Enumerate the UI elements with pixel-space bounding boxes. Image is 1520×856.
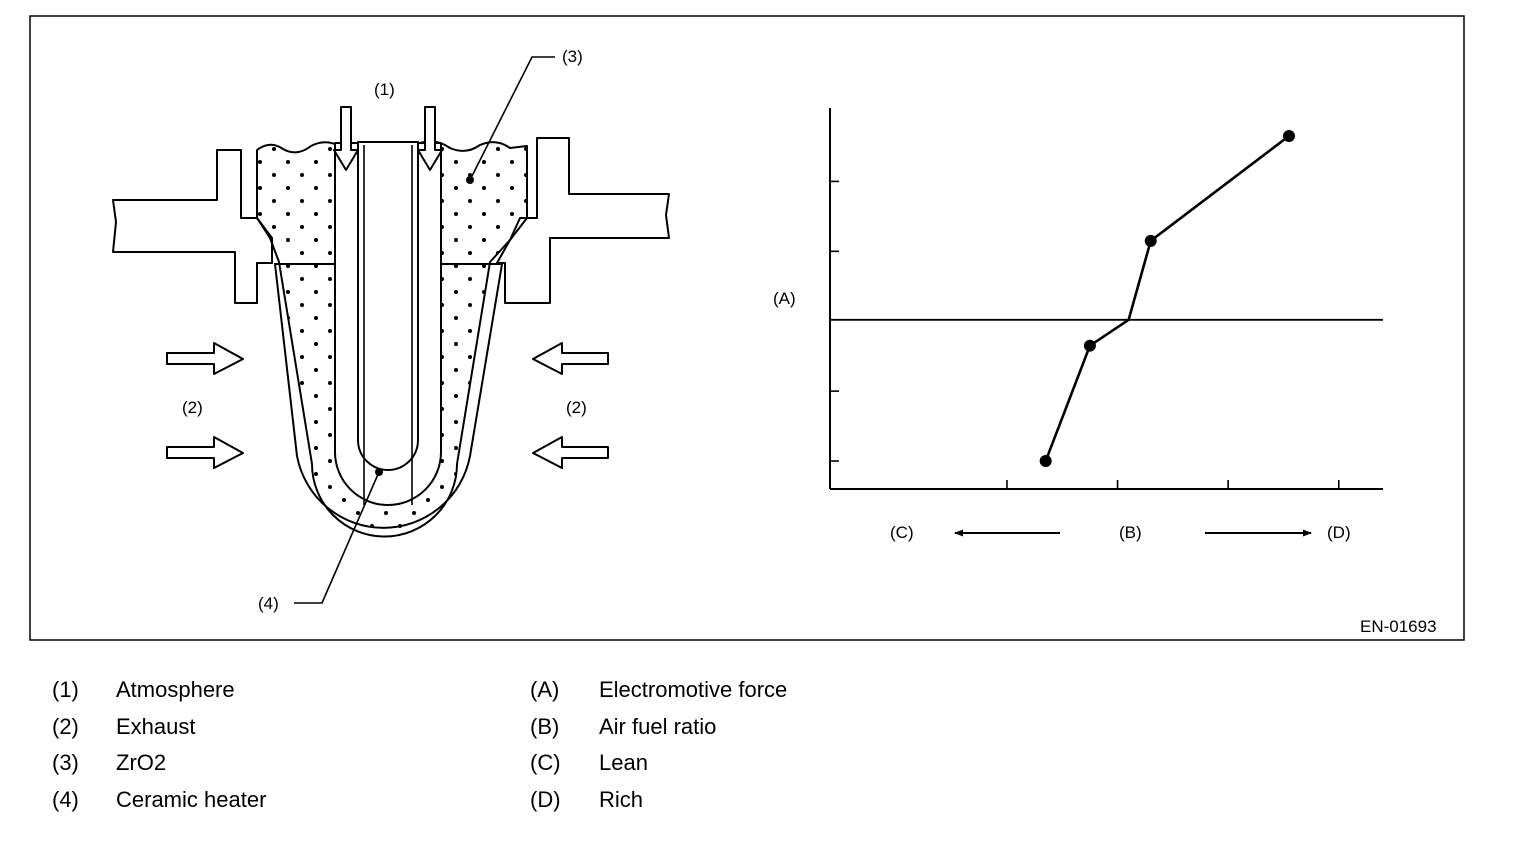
figure-code: EN-01693 <box>1360 617 1437 636</box>
exhaust-arrow-right-bottom <box>532 436 609 469</box>
legend-item: (1) Atmosphere <box>52 672 266 709</box>
legend-item: (2) Exhaust <box>52 709 266 746</box>
legend-key: (B) <box>530 713 560 739</box>
callout-atmosphere: (1) <box>374 80 395 99</box>
leader-dot-zro2 <box>466 176 474 184</box>
emf-curve <box>1044 134 1290 462</box>
ceramic-heater <box>357 141 419 471</box>
legend-label: Rich <box>599 786 644 812</box>
legend-item: (C) Lean <box>530 745 787 782</box>
legend-key: (4) <box>52 786 79 812</box>
leader-dot-heater <box>375 468 383 476</box>
atmosphere-arrow-left <box>333 106 359 171</box>
callout-exhaust-left: (2) <box>182 398 203 417</box>
legend-label: Lean <box>599 750 648 775</box>
legend-label: Atmosphere <box>116 677 235 702</box>
legend-key: (3) <box>52 750 79 775</box>
legend-key: (2) <box>52 713 79 739</box>
callout-exhaust-right: (2) <box>566 398 587 417</box>
legend-sensor-parts: (1) Atmosphere (2) Exhaust (3) ZrO2 (4) Cera… <box>52 672 266 818</box>
callout-air-fuel-ratio: (B) <box>1119 523 1142 542</box>
legend-graph-terms: (A) Electromotive force (B) Air fuel ratio… <box>530 672 787 818</box>
emf-graph: (A) (C) (B) (D) <box>773 108 1383 542</box>
data-point <box>1144 234 1157 247</box>
callout-lean: (C) <box>890 523 914 542</box>
callout-rich: (D) <box>1327 523 1351 542</box>
legend-label: Ceramic heater <box>116 786 267 812</box>
callout-electromotive-force: (A) <box>773 289 796 308</box>
legend-key: (D) <box>530 786 561 812</box>
data-point <box>1039 455 1052 468</box>
legend-label: ZrO2 <box>116 750 167 775</box>
figure: (1) (3) (2) (2) (4) (A) (C) (B) (D) EN-0… <box>29 15 1465 641</box>
legend-label: Electromotive force <box>599 677 788 702</box>
leader-zro2 <box>469 56 555 181</box>
leader-ceramic-heater <box>294 471 380 604</box>
legend-item: (D) Rich <box>530 782 787 819</box>
callout-ceramic-heater: (4) <box>258 594 279 613</box>
legend-key: (1) <box>52 677 79 702</box>
exhaust-arrow-left-bottom <box>166 436 244 469</box>
data-point <box>1083 339 1096 352</box>
axis-ticks <box>830 180 1340 489</box>
exhaust-arrow-right-top <box>532 342 609 375</box>
legend-key: (C) <box>530 750 561 775</box>
figure-frame <box>29 15 1465 641</box>
atmosphere-arrow-right <box>417 106 443 171</box>
exhaust-wall-left <box>112 149 273 304</box>
legend-key: (A) <box>530 677 560 702</box>
legend-item: (3) ZrO2 <box>52 745 266 782</box>
legend-item: (4) Ceramic heater <box>52 782 266 819</box>
legend-label: Air fuel ratio <box>599 713 717 739</box>
legend-item: (B) Air fuel ratio <box>530 709 787 746</box>
data-point <box>1282 129 1295 142</box>
exhaust-arrow-left-top <box>166 342 244 375</box>
legend-label: Exhaust <box>116 713 196 739</box>
legend-item: (A) Electromotive force <box>530 672 787 709</box>
callout-zro2: (3) <box>562 47 583 66</box>
data-points <box>1039 129 1295 468</box>
oxygen-sensor-diagram <box>112 106 670 538</box>
